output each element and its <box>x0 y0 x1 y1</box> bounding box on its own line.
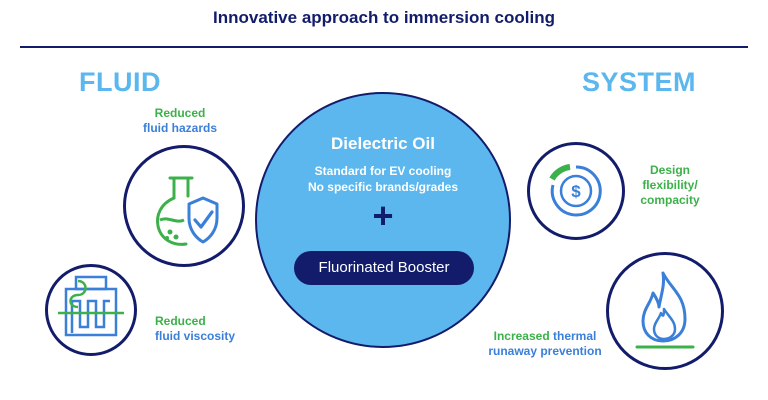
design-icon-circle: $ <box>527 142 625 240</box>
title-divider <box>20 46 748 48</box>
design-label-line-2: flexibility/ <box>642 178 698 192</box>
flask-shield-icon <box>156 176 219 246</box>
viscosity-label-line-1: Reduced <box>155 314 206 328</box>
fluid-heading: FLUID <box>79 67 161 97</box>
thermal-label-line-2: runaway prevention <box>488 344 602 358</box>
thermal-label-line-1b: thermal <box>553 329 597 343</box>
viscosity-label-line-2: fluid viscosity <box>155 329 236 343</box>
thermal-icon-circle <box>606 252 724 370</box>
page-title: Innovative approach to immersion cooling <box>213 8 555 27</box>
design-label: Design flexibility/ compacity <box>625 163 715 208</box>
design-label-line-1: Design <box>649 163 690 177</box>
svg-text:$: $ <box>571 182 581 201</box>
system-heading: SYSTEM <box>582 67 697 97</box>
flame-icon <box>635 271 695 349</box>
dollar-gauge-icon: $ <box>549 164 602 217</box>
design-label-line-3: compacity <box>640 193 700 207</box>
fluorinated-booster-pill: Fluorinated Booster <box>294 251 474 285</box>
viscosity-icon-circle <box>45 264 137 356</box>
plus-sign: + <box>372 195 394 236</box>
oil-description-line-2: No specific brands/grades <box>307 180 459 194</box>
dielectric-oil-title: Dielectric Oil <box>331 134 435 153</box>
hazard-icon-circle <box>123 145 245 267</box>
thermal-label-line-1a: Increased <box>493 329 550 343</box>
hazard-label: Reduced fluid hazards <box>120 106 240 136</box>
oil-description-line-1: Standard for EV cooling <box>314 164 452 178</box>
hazard-label-line-1: Reduced <box>154 106 206 120</box>
heat-exchanger-icon <box>58 275 124 337</box>
dielectric-oil-circle: Dielectric Oil Standard for EV cooling N… <box>255 92 511 348</box>
thermal-label: Increased thermal runaway prevention <box>475 329 615 359</box>
viscosity-label: Reduced fluid viscosity <box>155 314 245 344</box>
hazard-label-line-2: fluid hazards <box>142 121 217 135</box>
